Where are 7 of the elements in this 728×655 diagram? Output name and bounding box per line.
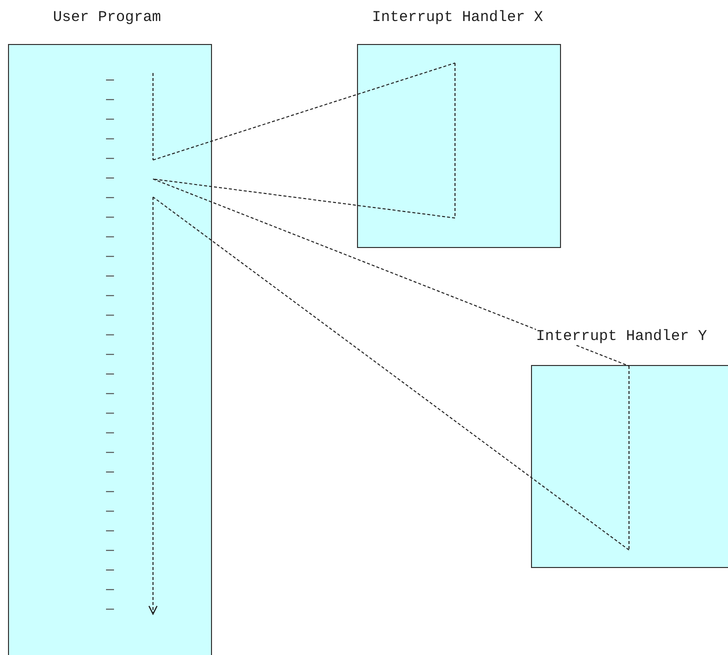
block-title: Interrupt Handler X [372, 9, 544, 26]
control-transfer-line [152, 62, 456, 160]
block-title: Interrupt Handler Y [536, 328, 708, 345]
control-transfer-line [152, 196, 630, 550]
control-transfer-line [152, 178, 456, 218]
control-transfer-line [152, 178, 630, 366]
block-title: User Program [53, 9, 162, 26]
